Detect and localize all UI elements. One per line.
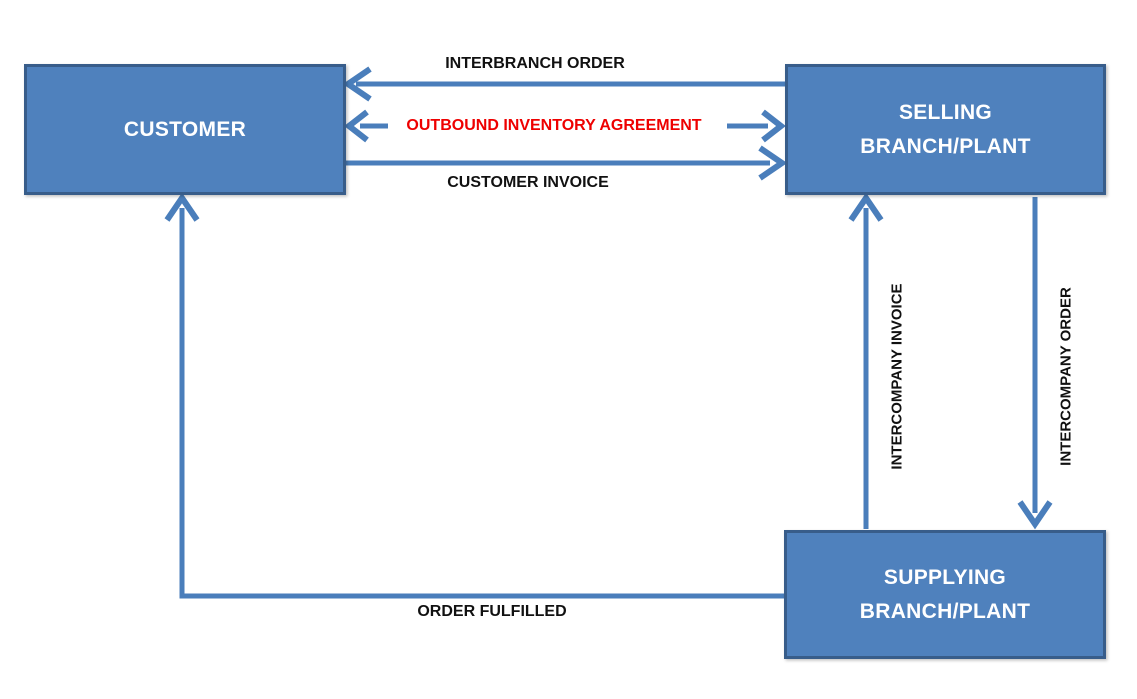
node-supplying-label-line1: SUPPLYING [883, 565, 1007, 589]
arrow-customer-invoice [346, 145, 788, 181]
node-supplying-branch-plant: SUPPLYING BRANCH/PLANT [784, 530, 1106, 659]
label-intercompany-invoice: INTERCOMPANY INVOICE [888, 283, 906, 470]
node-customer-label: CUSTOMER [123, 117, 247, 141]
arrow-interbranch-order [342, 66, 785, 102]
node-supplying-label-line2: BRANCH/PLANT [859, 599, 1031, 623]
node-selling-label-line1: SELLING [898, 100, 993, 124]
arrow-intercompany-order [1017, 197, 1053, 530]
label-order-fulfilled: ORDER FULFILLED [417, 603, 567, 620]
label-intercompany-order: INTERCOMPANY ORDER [1057, 287, 1075, 466]
label-customer-invoice: CUSTOMER INVOICE [447, 174, 609, 191]
arrow-outbound-inventory-left [344, 109, 388, 143]
arrow-outbound-inventory-right [727, 109, 786, 143]
label-outbound-inventory-agreement: OUTBOUND INVENTORY AGREEMENT [406, 117, 702, 134]
node-customer: CUSTOMER [24, 64, 346, 195]
node-selling-label-line2: BRANCH/PLANT [860, 134, 1031, 158]
arrow-intercompany-invoice [848, 192, 884, 529]
label-interbranch-order: INTERBRANCH ORDER [445, 55, 625, 72]
arrow-order-fulfilled [164, 192, 784, 599]
node-selling-branch-plant: SELLING BRANCH/PLANT [785, 64, 1106, 195]
